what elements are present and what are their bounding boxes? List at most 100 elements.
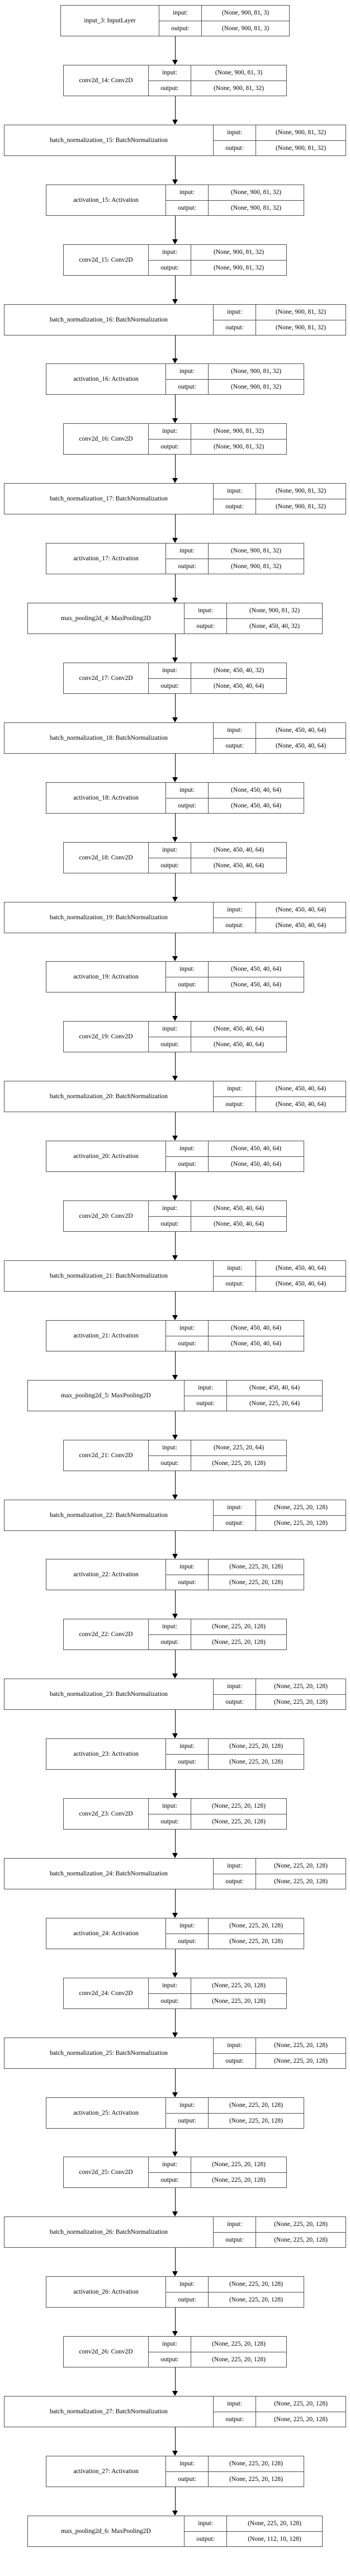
edge-connector: [175, 96, 176, 120]
arrowhead-icon: [172, 956, 178, 961]
layer-node: batch_normalization_15: BatchNormalizati…: [4, 125, 346, 156]
layer-io-table: input:(None, 450, 40, 64)output:(None, 2…: [185, 1381, 322, 1411]
layer-input-label: input:: [214, 2397, 256, 2412]
arrowhead-icon: [172, 358, 178, 363]
layer-input-shape: (None, 900, 81, 32): [275, 309, 327, 316]
arrowhead-icon: [172, 2092, 178, 2097]
layer-input-row: input:(None, 900, 81, 32): [166, 364, 304, 380]
layer-input-row: input:(None, 900, 81, 32): [166, 185, 304, 201]
layer-input-row: input:(None, 225, 20, 128): [214, 1859, 346, 1874]
layer-output-row: output: (None, 900, 81, 32): [149, 260, 286, 275]
layer-output-row: output:(None, 225, 20, 128): [166, 2292, 304, 2307]
layer-input-shape: (None, 225, 20, 64): [213, 1444, 264, 1452]
layer-output-label: output:: [149, 260, 191, 275]
arrowhead-icon: [172, 1973, 178, 1978]
layer-output-label: output:: [149, 439, 191, 454]
layer-input-label: input:: [214, 305, 256, 320]
arrowhead-icon: [172, 1793, 178, 1798]
layer-output-shape: (None, 900, 81, 32): [213, 264, 264, 271]
layer-node: batch_normalization_22: BatchNormalizati…: [4, 1500, 346, 1531]
layer-output-label: output:: [149, 1037, 191, 1052]
layer-output-label: output:: [214, 1276, 256, 1291]
layer-io-table: input:(None, 225, 20, 128)output:(None, …: [214, 1679, 346, 1709]
layer-output-row: output:(None, 225, 20, 64): [185, 1396, 322, 1411]
layer-io-table: input:(None, 225, 20, 128)output:(None, …: [166, 1918, 304, 1949]
edge-connector: [175, 1889, 176, 1913]
edge-connector: [175, 2129, 176, 2153]
arrowhead-icon: [172, 60, 178, 65]
layer-input-label: input:: [185, 2516, 227, 2531]
layer-io-table: input:(None, 225, 20, 128)output:(None, …: [149, 2337, 286, 2367]
layer-io-table: input:(None, 450, 40, 64)output:(None, 4…: [214, 723, 346, 753]
layer-input-row: input:(None, 225, 20, 128): [214, 2397, 346, 2412]
layer-input-row: input:(None, 450, 40, 32): [149, 663, 286, 679]
layer-input-shape: (None, 225, 20, 128): [212, 1982, 266, 1989]
arrowhead-icon: [172, 120, 178, 125]
layer-input-shape: (None, 450, 40, 64): [230, 966, 282, 973]
layer-output-row: output:(None, 450, 40, 64): [149, 858, 286, 873]
layer-output-shape: (None, 225, 20, 128): [229, 1937, 283, 1945]
layer-output-row: output:(None, 225, 20, 128): [214, 2412, 346, 2427]
layer-input-shape: (None, 450, 40, 64): [213, 847, 264, 854]
layer-input-row: input:(None, 225, 20, 128): [185, 2516, 322, 2532]
layer-input-shape: (None, 450, 40, 64): [275, 1265, 327, 1272]
layer-input-shape: (None, 225, 20, 128): [212, 1803, 266, 1810]
arrowhead-icon: [172, 1375, 178, 1380]
layer-input-row: input:(None, 450, 40, 64): [214, 1081, 346, 1097]
layer-input-shape: (None, 450, 40, 64): [249, 1384, 300, 1392]
edge-connector: [175, 1531, 176, 1555]
layer-output-shape: (None, 450, 40, 64): [275, 1280, 327, 1287]
edge-connector: [175, 1112, 176, 1136]
layer-output-label: output:: [214, 1694, 256, 1709]
layer-input-label: input:: [149, 1201, 191, 1216]
layer-output-label: output:: [149, 2172, 191, 2187]
layer-input-row: input: (None, 450, 40, 64): [149, 1201, 286, 1217]
layer-output-row: output:(None, 450, 40, 64): [149, 678, 286, 693]
layer-input-row: input: (None, 900, 81, 32): [214, 305, 346, 320]
layer-input-shape: (None, 900, 81, 32): [213, 249, 264, 256]
layer-input-label: input:: [214, 902, 256, 918]
edge-connector: [175, 1590, 176, 1614]
layer-input-shape: (None, 225, 20, 128): [212, 2161, 266, 2168]
edge-connector: [175, 1172, 176, 1196]
arrowhead-icon: [172, 418, 178, 423]
layer-output-row: output:(None, 225, 20, 128): [166, 1934, 304, 1949]
layer-output-row: output:(None, 450, 40, 64): [149, 1216, 286, 1231]
layer-output-row: output:(None, 450, 40, 64): [166, 977, 304, 992]
layer-name: conv2d_23: Conv2D: [64, 1799, 149, 1829]
layer-output-shape: (None, 225, 20, 128): [229, 1578, 283, 1586]
layer-input-label: input:: [214, 484, 256, 499]
layer-output-shape: (None, 450, 40, 64): [275, 921, 327, 929]
layer-input-shape: (None, 225, 20, 128): [229, 1563, 283, 1571]
layer-name: conv2d_14: Conv2D: [64, 65, 149, 96]
layer-io-table: input:(None, 225, 20, 128)output:(None, …: [149, 1619, 286, 1649]
layer-io-table: input:(None, 225, 20, 128)output:(None, …: [166, 2098, 304, 2128]
layer-io-table: input:(None, 900, 81, 32)output:(None, 9…: [166, 364, 304, 394]
layer-node: batch_normalization_17: BatchNormalizati…: [4, 483, 346, 514]
arrowhead-icon: [172, 478, 178, 483]
edge-connector: [175, 1232, 176, 1256]
layer-input-shape: (None, 900, 81, 32): [275, 488, 327, 495]
layer-input-label: input:: [166, 1559, 209, 1575]
layer-output-row: output:(None, 450, 40, 64): [214, 918, 346, 933]
layer-name: batch_normalization_26: BatchNormalizati…: [4, 2217, 214, 2247]
layer-input-label: input:: [149, 2157, 191, 2172]
layer-io-table: input:(None, 900, 81, 32)output:(None, 9…: [149, 245, 286, 275]
layer-output-row: output:(None, 900, 81, 32): [149, 81, 286, 96]
layer-output-label: output:: [166, 2292, 209, 2307]
layer-output-label: output:: [166, 1156, 209, 1171]
layer-io-table: input:(None, 900, 81, 3)output:(None, 90…: [149, 65, 286, 96]
layer-output-label: output:: [149, 81, 191, 96]
layer-output-shape: (None, 450, 40, 64): [230, 802, 282, 809]
layer-input-row: input: (None, 225, 20, 128): [149, 2157, 286, 2173]
layer-output-row: output:(None, 225, 20, 128): [214, 1515, 346, 1530]
layer-input-shape: (None, 450, 40, 64): [213, 1205, 264, 1212]
layer-input-label: input:: [166, 1321, 209, 1336]
edge-connector: [175, 2009, 176, 2033]
layer-output-shape: (None, 225, 20, 128): [274, 2416, 328, 2423]
layer-output-shape: (None, 225, 20, 128): [212, 1997, 266, 2005]
layer-output-label: output:: [149, 1455, 191, 1471]
